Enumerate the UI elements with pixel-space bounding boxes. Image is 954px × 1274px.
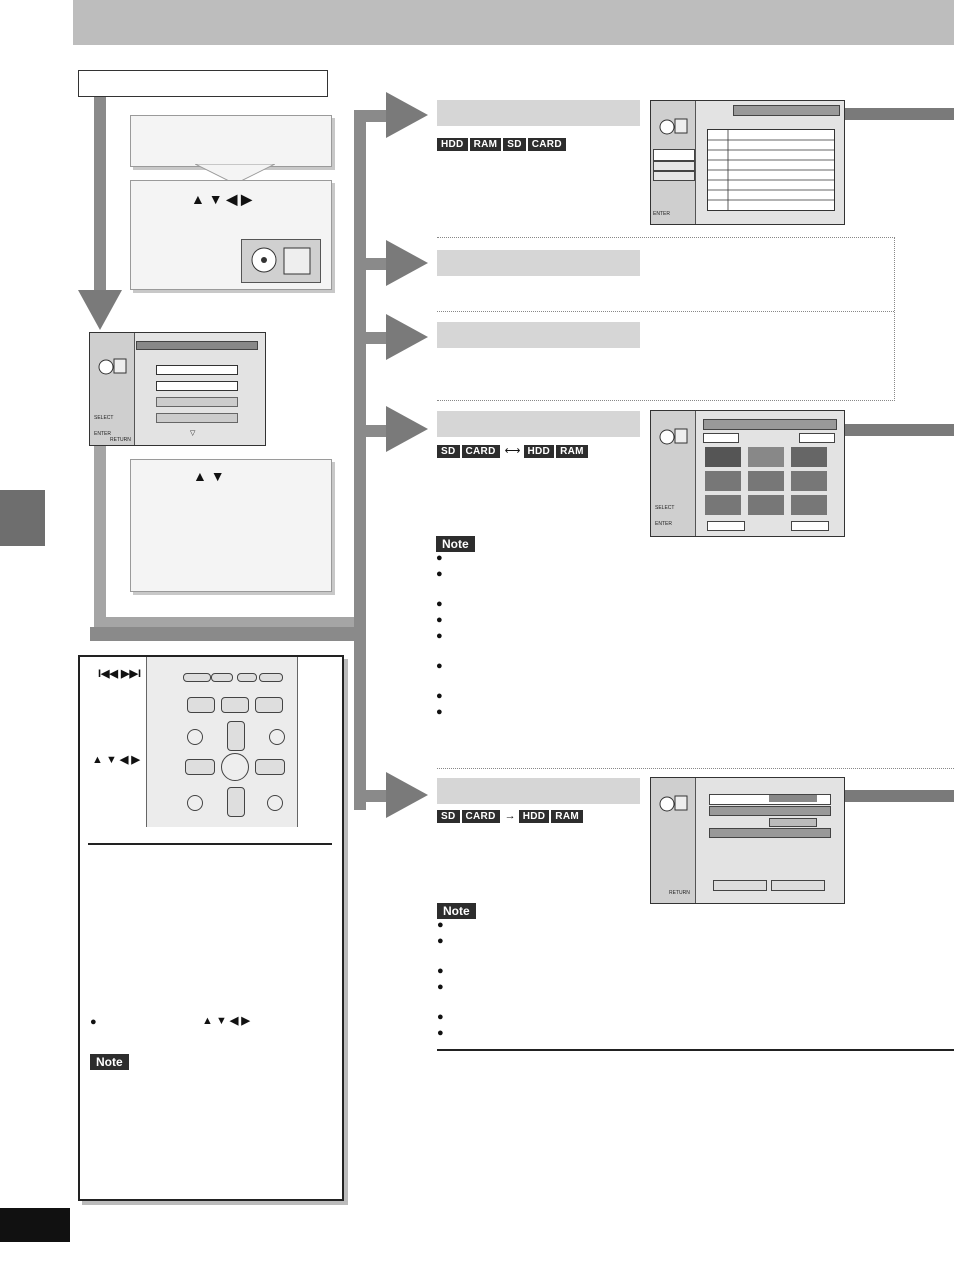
thumbnail[interactable] [748, 495, 784, 515]
cursor-arrows-inline: ▲ ▼ ◀ ▶ [202, 1015, 250, 1027]
flow-title-box [78, 70, 328, 97]
section2-heading [437, 250, 640, 276]
section5-heading [437, 778, 640, 804]
section4-title-bar [703, 419, 837, 430]
up-down-arrows-icon: ▲ ▼ [193, 468, 225, 484]
skip-forward-button[interactable] [211, 673, 233, 682]
menu-screen-sidebar: SELECT ENTER RETURN [90, 333, 135, 445]
page-number-tab [0, 1208, 70, 1242]
up-button[interactable] [227, 721, 245, 751]
thumbnail[interactable] [748, 447, 784, 467]
section1-screen-list [707, 129, 835, 211]
menu-title-bar [136, 341, 258, 350]
select-button[interactable] [187, 795, 203, 811]
thumbnail[interactable] [791, 495, 827, 515]
down-button[interactable] [227, 787, 245, 817]
section5-ok-button[interactable] [713, 880, 767, 891]
remote-panel: I◀◀ ▶▶I ▲ ▼ ◀ ▶ ● ▲ ▼ ◀ ▶ Note [78, 655, 344, 1201]
enter-label: ENTER [94, 431, 111, 437]
step-bubble-1 [130, 115, 332, 167]
skip-back-button[interactable] [183, 673, 211, 682]
right-arrow-icon: → [504, 810, 516, 822]
thumbnail[interactable] [705, 447, 741, 467]
round-button-right[interactable] [269, 729, 285, 745]
thumbnail[interactable] [705, 495, 741, 515]
thumbnail[interactable] [748, 471, 784, 491]
section5-cancel-button[interactable] [771, 880, 825, 891]
step-bubble-2: ▲ ▼ ◀ ▶ [130, 180, 332, 290]
step-bubble-3: ▲ ▼ [130, 459, 332, 592]
disc-card-icon [241, 239, 321, 283]
bubble-pointer [195, 164, 275, 185]
scroll-down-icon: ▽ [190, 430, 196, 437]
return-button[interactable] [267, 795, 283, 811]
round-button-left[interactable] [187, 729, 203, 745]
section1-heading [437, 100, 640, 126]
section4-screen: SELECT ENTER [650, 410, 845, 537]
note-badge-3: Note [90, 1054, 129, 1070]
section1-stripe [845, 108, 954, 120]
thumbnail[interactable] [791, 447, 827, 467]
menu-item-4[interactable] [156, 413, 238, 423]
badge-hdd: HDD [437, 138, 468, 151]
dotted-divider [437, 311, 894, 312]
cursor-buttons-label: ▲ ▼ ◀ ▶ [92, 754, 140, 766]
section3-heading [437, 322, 640, 348]
section1-screen-sidebar: ENTER [651, 101, 696, 224]
next-page-button[interactable] [791, 521, 829, 531]
section5-stripe [845, 790, 954, 802]
badge-card: CARD [527, 138, 566, 151]
skip-buttons-label: I◀◀ ▶▶I [98, 668, 142, 680]
menu-item-3[interactable] [156, 397, 238, 407]
section4-screen-sidebar: SELECT ENTER [651, 411, 696, 536]
prev-page-button[interactable] [707, 521, 745, 531]
left-button[interactable] [185, 759, 215, 775]
note-badge-1: Note [436, 536, 475, 552]
play-button[interactable] [255, 697, 283, 713]
menu-item-1[interactable] [156, 365, 238, 375]
bidirectional-arrow-icon: ⟷ [504, 445, 521, 457]
cursor-arrows-icon: ▲ ▼ ◀ ▶ [191, 191, 252, 207]
badge-ram: RAM [469, 138, 502, 151]
right-button[interactable] [255, 759, 285, 775]
menu-item-2[interactable] [156, 381, 238, 391]
section1-screen: ENTER [650, 100, 845, 225]
remote-body [146, 657, 298, 827]
dotted-group [437, 237, 895, 401]
chapter-side-tab [0, 490, 45, 546]
section1-screen-title [733, 105, 840, 116]
badge-sd: SD [503, 138, 526, 151]
section4-heading [437, 411, 640, 437]
menu-screen: SELECT ENTER RETURN ▽ [89, 332, 266, 446]
section-end-rule [437, 1049, 954, 1051]
return-label: RETURN [110, 437, 131, 443]
section5-screen: RETURN [650, 777, 845, 904]
stop-button[interactable] [187, 697, 215, 713]
rewind-button[interactable] [237, 673, 257, 682]
pause-button[interactable] [221, 697, 249, 713]
note-badge-2: Note [437, 903, 476, 919]
thumbnail[interactable] [791, 471, 827, 491]
fast-forward-button[interactable] [259, 673, 283, 682]
remote-rule [88, 843, 332, 845]
section5-screen-sidebar: RETURN [651, 778, 696, 903]
enter-button[interactable] [221, 753, 249, 781]
thumbnail[interactable] [705, 471, 741, 491]
dotted-separator [437, 768, 954, 769]
header-bar [73, 0, 954, 45]
section4-stripe [845, 424, 954, 436]
select-label: SELECT [94, 415, 114, 421]
